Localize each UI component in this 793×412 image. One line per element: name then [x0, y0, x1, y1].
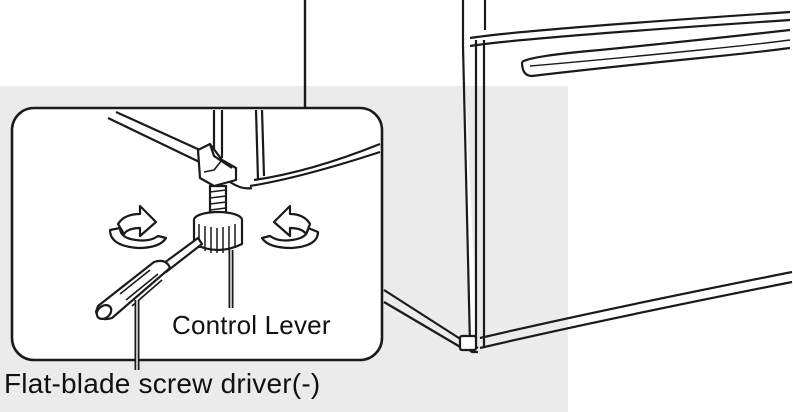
refrigerator-illustration: [383, 0, 793, 354]
control-lever-knob: [192, 142, 244, 253]
screwdriver-label: Flat-blade screw driver(-): [4, 368, 321, 399]
rotate-clockwise-arrow-icon: [260, 204, 320, 250]
screwdriver-icon: [94, 236, 204, 321]
control-lever-label: Control Lever: [172, 310, 331, 340]
rotate-counterclockwise-arrow-icon: [108, 204, 168, 250]
